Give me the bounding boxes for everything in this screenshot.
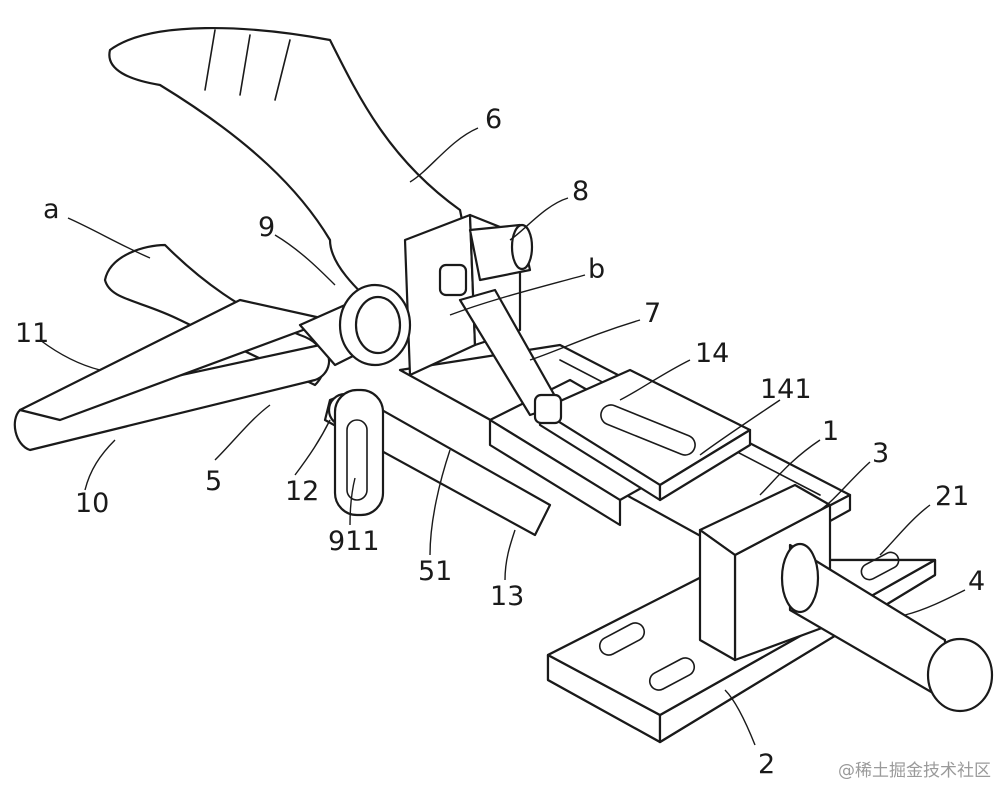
label-1: 1 — [822, 416, 839, 447]
label-6: 6 — [485, 104, 502, 135]
pivot-pin — [298, 283, 412, 367]
label-7: 7 — [644, 298, 661, 329]
end-block — [698, 483, 832, 662]
label-141: 141 — [760, 374, 812, 405]
label-11: 11 — [15, 318, 49, 349]
label-14: 14 — [695, 338, 729, 369]
label-10: 10 — [75, 488, 109, 519]
label-51: 51 — [418, 556, 452, 587]
lower-arm — [13, 298, 332, 452]
leader-lines — [39, 127, 966, 746]
label-2: 2 — [758, 749, 775, 780]
shaft-rod — [780, 542, 994, 713]
label-3: 3 — [872, 438, 889, 469]
label-21: 21 — [935, 481, 969, 512]
label-8: 8 — [572, 176, 589, 207]
watermark: @稀土掘金技术社区 — [838, 761, 991, 781]
label-b: b — [588, 254, 605, 285]
label-13: 13 — [490, 581, 524, 612]
label-5: 5 — [205, 466, 222, 497]
label-9: 9 — [258, 212, 275, 243]
slotted-plate — [333, 388, 385, 517]
label-12: 12 — [285, 476, 319, 507]
top-plate — [538, 368, 752, 502]
strut — [438, 263, 563, 425]
part-labels: 6 8 a 9 b 7 11 14 141 1 3 21 5 12 10 911… — [15, 104, 985, 780]
pin — [468, 223, 534, 282]
label-4: 4 — [968, 566, 985, 597]
label-911: 911 — [328, 526, 380, 557]
label-a: a — [43, 194, 60, 225]
